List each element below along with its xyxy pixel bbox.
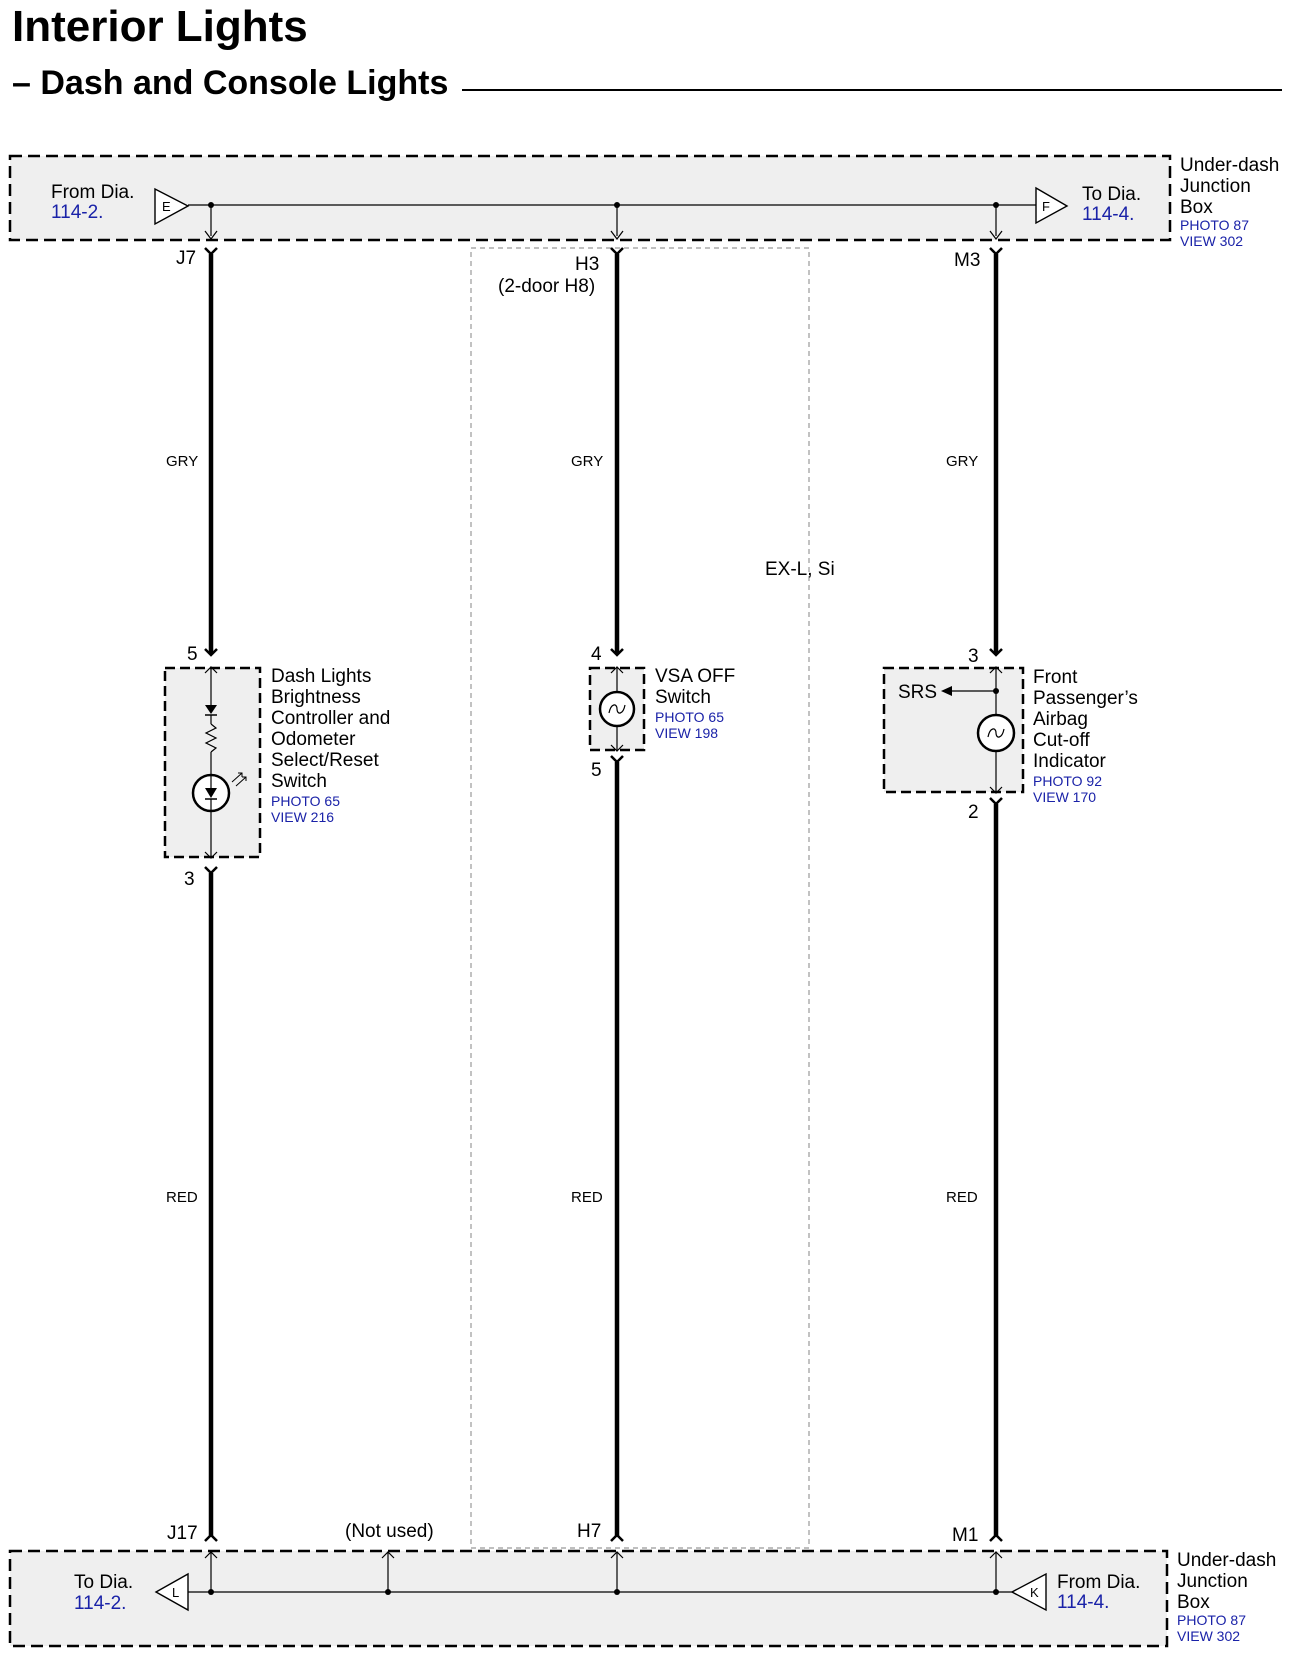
option-frame xyxy=(470,247,810,1549)
connector-f-letter: F xyxy=(1042,199,1050,214)
connector-e-letter: E xyxy=(162,199,171,214)
top-junction-frame xyxy=(8,154,1172,242)
dash-lights-controller-label: Dash Lights Brightness Controller and Od… xyxy=(271,666,396,792)
pin-3-component-1: 3 xyxy=(184,869,195,890)
wire-color-red-3: RED xyxy=(946,1189,978,1206)
bottom-junction-box: L K To Dia. 114-2. From Dia. 114-4. Unde… xyxy=(8,1549,1282,1648)
connector-k-icon xyxy=(1010,1572,1047,1612)
light-emission-icon xyxy=(231,772,247,787)
airbag-indicator-label: Front Passenger’s Airbag Cut-off Indicat… xyxy=(1033,667,1143,772)
bottom-to-dia-label: To Dia. xyxy=(74,1572,133,1593)
pin-h7: H7 xyxy=(577,1521,601,1542)
bottom-from-dia-ref[interactable]: 114-4. xyxy=(1057,1592,1109,1613)
bottom-to-dia-ref[interactable]: 114-2. xyxy=(74,1593,126,1614)
airbag-view[interactable]: VIEW 170 xyxy=(1033,789,1096,805)
dash-lights-controller-box xyxy=(163,666,262,859)
heading-rule xyxy=(12,89,1282,91)
srs-label: SRS xyxy=(898,682,937,703)
dash-lights-photo[interactable]: PHOTO 65 xyxy=(271,793,340,809)
wire-color-red-2: RED xyxy=(571,1189,603,1206)
wire-color-gry-1: GRY xyxy=(166,453,198,470)
page-title: Interior Lights xyxy=(12,2,308,51)
resistor-icon xyxy=(204,723,218,753)
pin-5-component-2: 5 xyxy=(591,760,602,781)
from-dia-label: From Dia. xyxy=(51,182,134,203)
vsa-off-photo[interactable]: PHOTO 65 xyxy=(655,709,724,725)
vsa-filament-icon xyxy=(608,704,626,714)
pin-2-component-3: 2 xyxy=(968,802,979,823)
section-heading: – Dash and Console Lights xyxy=(12,64,1282,114)
circuit-dash-lights: J7 GRY 5 Dash Lights Brightness Controll… xyxy=(163,247,396,1544)
connector-l-letter: L xyxy=(172,1585,179,1600)
pin-j7: J7 xyxy=(176,248,196,269)
bottom-from-dia-label: From Dia. xyxy=(1057,1572,1140,1593)
top-junction-name: Under-dash Junction Box xyxy=(1180,155,1285,218)
bottom-junction-frame xyxy=(8,1549,1169,1648)
circuit-vsa-off: H3 (2-door H8) GRY 4 VSA OFF Switch PHOT… xyxy=(498,247,741,1542)
pin-h3-note: (2-door H8) xyxy=(498,276,595,297)
led-icon xyxy=(205,788,217,798)
srs-arrow-icon xyxy=(941,686,952,696)
connector-k-letter: K xyxy=(1030,1585,1039,1600)
bottom-junction-view[interactable]: VIEW 302 xyxy=(1177,1628,1240,1644)
pin-m3: M3 xyxy=(954,250,980,271)
connector-f-icon xyxy=(1035,186,1069,225)
pin-h3: H3 xyxy=(575,254,599,275)
pin-5-component-1: 5 xyxy=(187,644,198,665)
pin-j17: J17 xyxy=(167,1523,198,1544)
to-dia-label: To Dia. xyxy=(1082,184,1141,205)
pin-3-component-3: 3 xyxy=(968,646,979,667)
pin-m1: M1 xyxy=(952,1525,978,1546)
top-junction-view[interactable]: VIEW 302 xyxy=(1180,233,1243,249)
section-subtitle: – Dash and Console Lights xyxy=(12,64,463,103)
vsa-off-switch-label: VSA OFF Switch xyxy=(655,666,741,708)
to-dia-ref[interactable]: 114-4. xyxy=(1082,204,1134,225)
vsa-off-view[interactable]: VIEW 198 xyxy=(655,725,718,741)
airbag-photo[interactable]: PHOTO 92 xyxy=(1033,773,1102,789)
from-dia-ref[interactable]: 114-2. xyxy=(51,202,103,223)
pin-4-component-2: 4 xyxy=(591,644,602,665)
wire-color-gry-3: GRY xyxy=(946,453,978,470)
wire-color-red-1: RED xyxy=(166,1189,198,1206)
connector-l-icon xyxy=(154,1572,189,1612)
top-junction-box: E F From Dia. 114-2. To Dia. 114-4. Unde… xyxy=(8,154,1285,249)
top-junction-photo[interactable]: PHOTO 87 xyxy=(1180,217,1249,233)
option-label: EX-L, Si xyxy=(765,559,835,580)
bottom-junction-name: Under-dash Junction Box xyxy=(1177,1550,1282,1613)
connector-e-icon xyxy=(154,187,190,226)
diode-icon xyxy=(205,705,217,714)
dash-lights-view[interactable]: VIEW 216 xyxy=(271,809,334,825)
bottom-junction-photo[interactable]: PHOTO 87 xyxy=(1177,1612,1246,1628)
circuit-airbag-indicator: M3 GRY 3 SRS Front Passenger’s Airbag Cu… xyxy=(882,247,1143,1546)
airbag-filament-icon xyxy=(987,728,1005,738)
not-used-label: (Not used) xyxy=(345,1521,434,1542)
wire-color-gry-2: GRY xyxy=(571,453,603,470)
